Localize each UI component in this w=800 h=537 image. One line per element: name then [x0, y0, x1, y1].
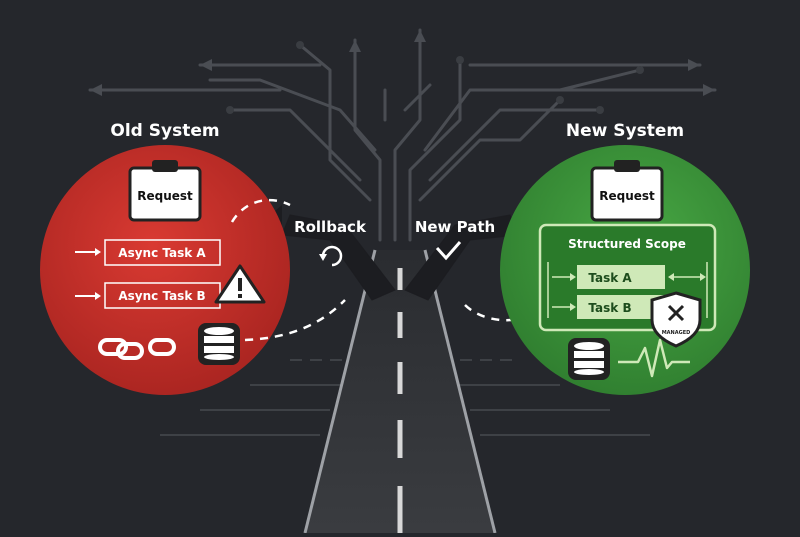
new-task-b-label: Task B	[588, 301, 631, 315]
old-task-a-label: Async Task A	[118, 246, 206, 260]
old-task-a: Async Task A	[75, 239, 221, 266]
new-system-title: New System	[566, 121, 684, 141]
shield-badge-label: MANAGED	[662, 330, 691, 336]
circuit-nodes	[226, 41, 644, 114]
new-request-label: Request	[599, 189, 655, 203]
structured-scope-label: Structured Scope	[568, 237, 686, 251]
new-request-clipboard: Request	[590, 160, 664, 222]
rollback-label: Rollback	[294, 218, 367, 236]
old-task-b: Async Task B	[75, 282, 221, 309]
check-icon	[435, 241, 462, 261]
heartbeat-icon	[618, 338, 690, 378]
old-request-label: Request	[137, 189, 193, 203]
ground-lines	[160, 359, 650, 436]
circuit-arrowheads	[90, 30, 715, 96]
warning-icon	[214, 264, 266, 304]
old-request-clipboard: Request	[128, 160, 202, 222]
new-task-a-label: Task A	[588, 271, 632, 285]
structured-scope-box: Structured Scope Task A Task B	[538, 223, 717, 332]
old-task-b-label: Async Task B	[118, 289, 205, 303]
new-database-icon	[568, 338, 610, 380]
road	[303, 249, 497, 534]
old-system-title: Old System	[110, 121, 219, 141]
shield-x-icon: MANAGED	[650, 291, 702, 348]
circuit-tree-background	[88, 28, 717, 242]
old-database-icon	[198, 323, 240, 365]
new-path-label: New Path	[415, 218, 495, 236]
refresh-icon	[319, 245, 343, 267]
broken-chain-icon	[98, 338, 176, 360]
